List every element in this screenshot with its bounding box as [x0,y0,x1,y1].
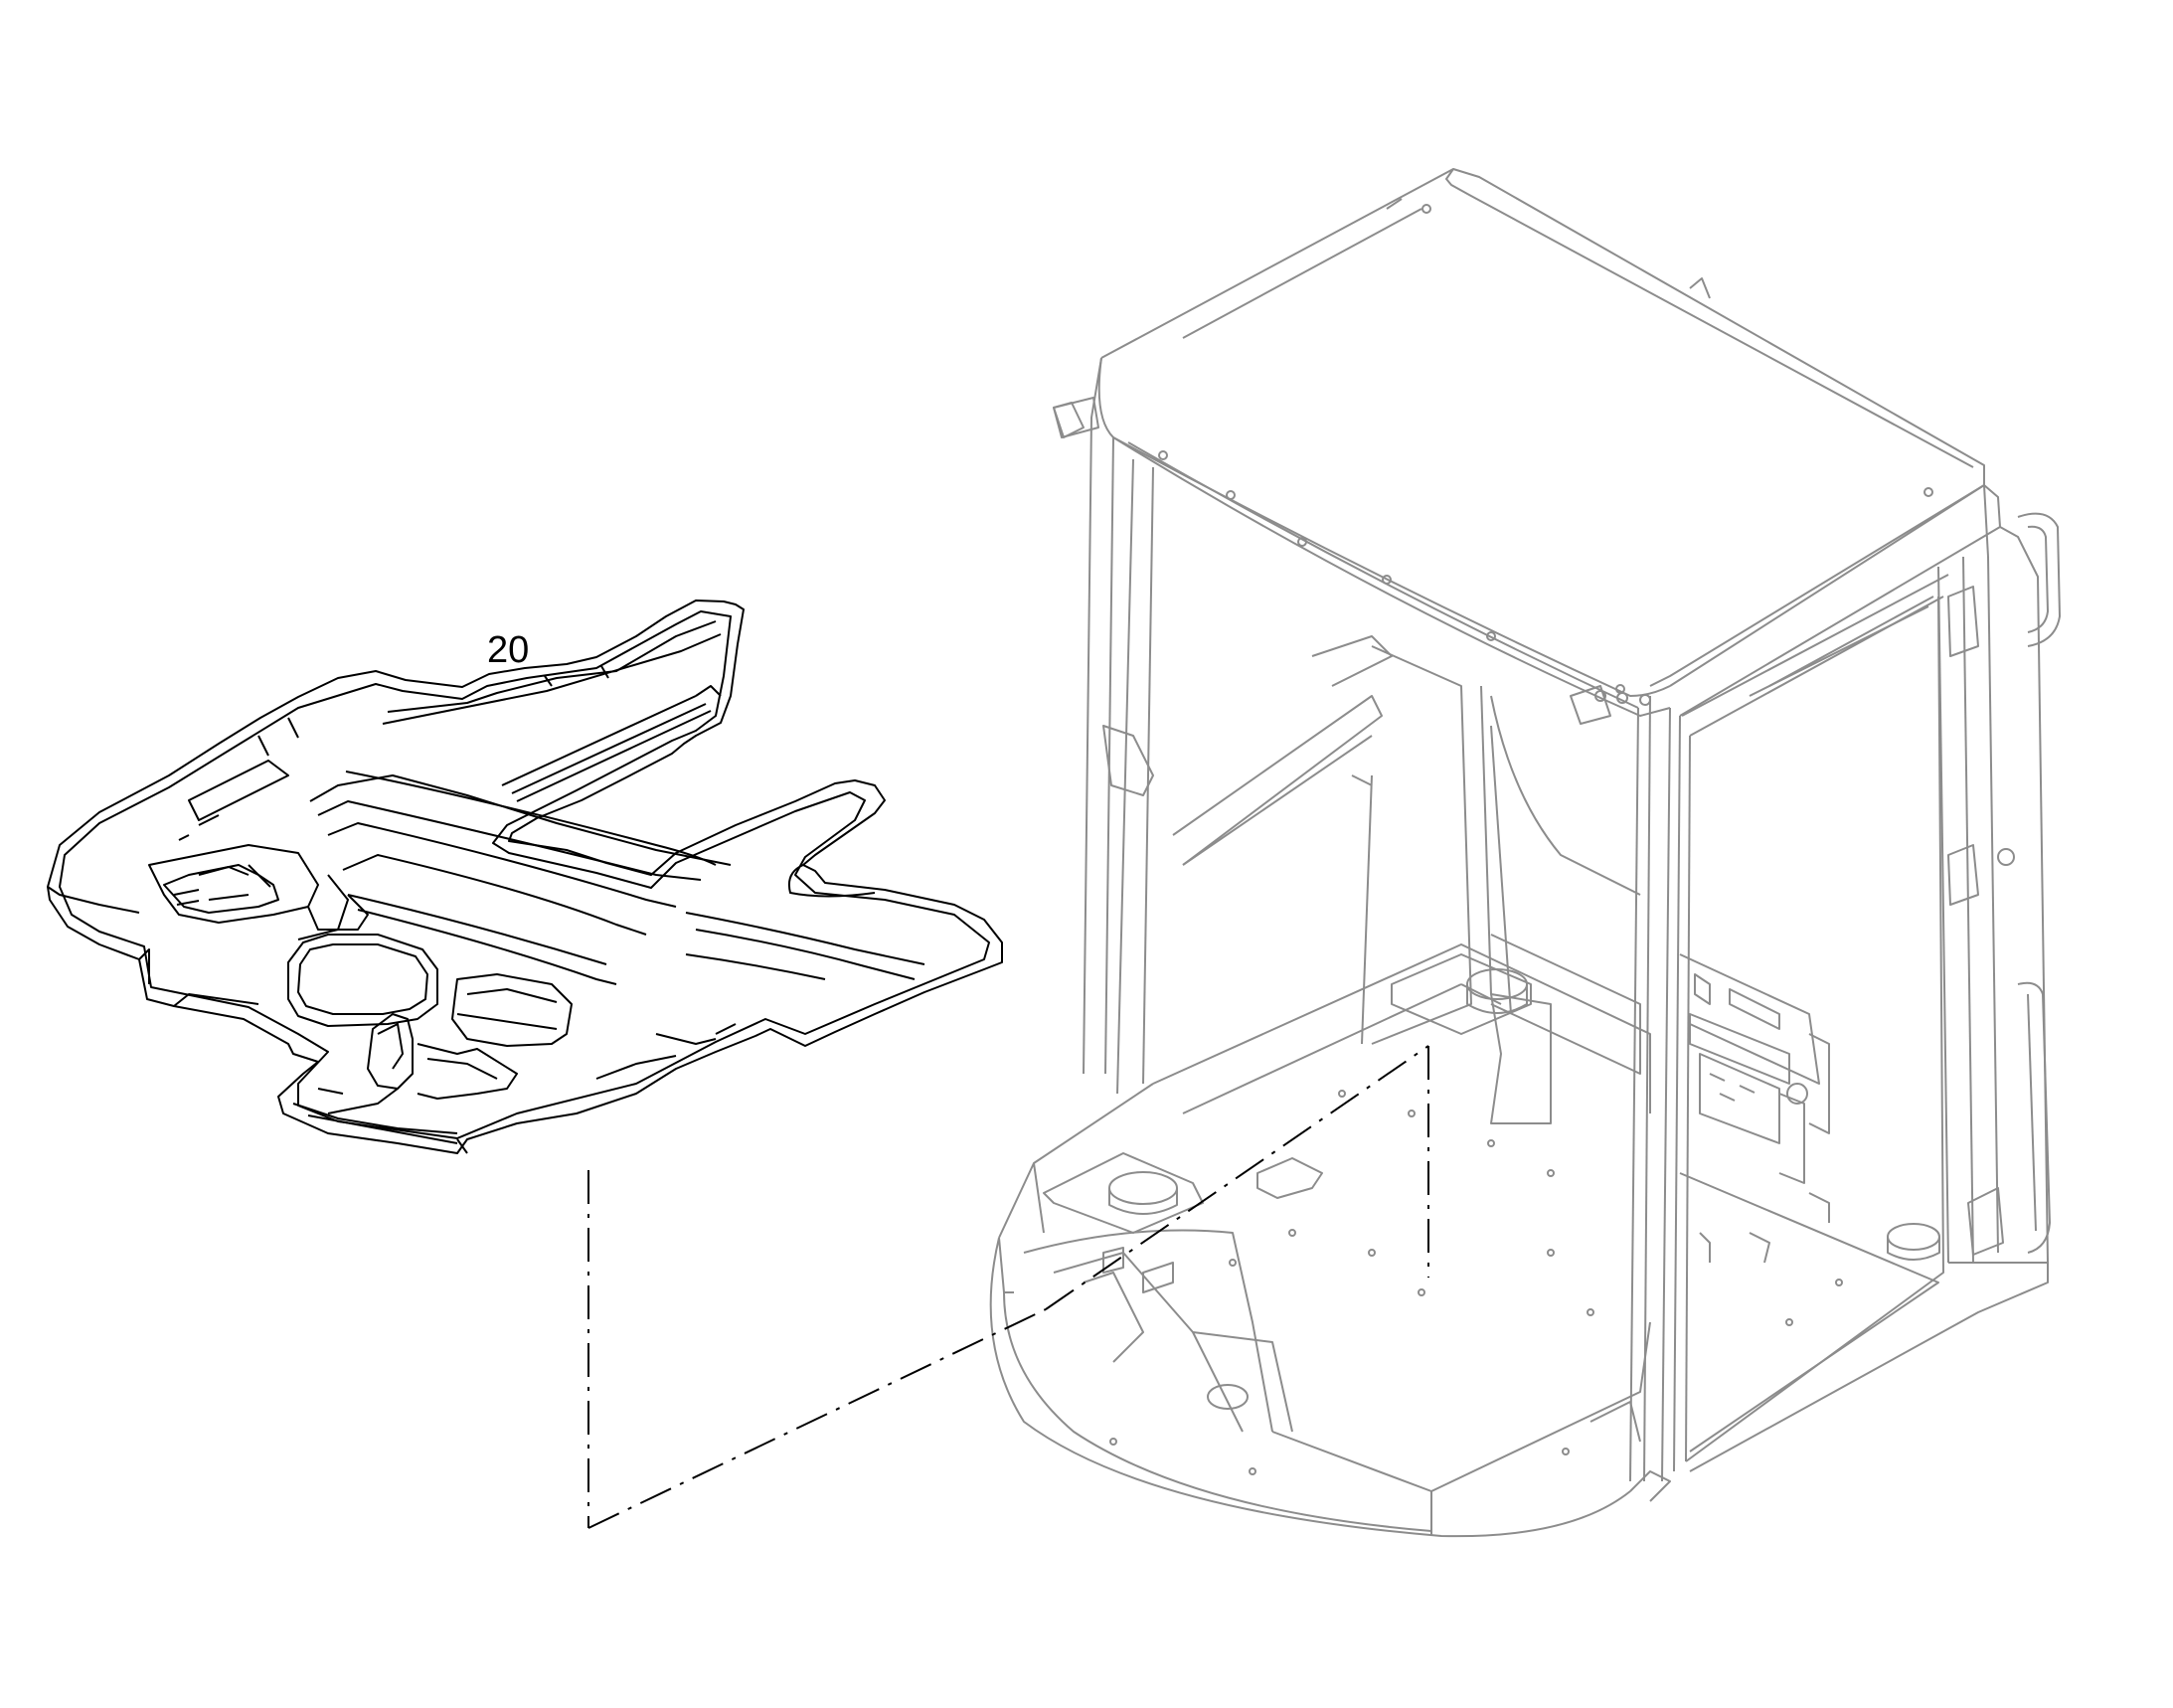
operator-cab-frame [989,168,2061,1538]
callout-label-20: 20 [487,629,530,671]
floor-mat-part [47,599,1003,1154]
assembly-leader-lines [587,1045,1429,1529]
leader-diagonal [587,1308,1047,1529]
leader-diagonal-upper [1045,1045,1429,1310]
